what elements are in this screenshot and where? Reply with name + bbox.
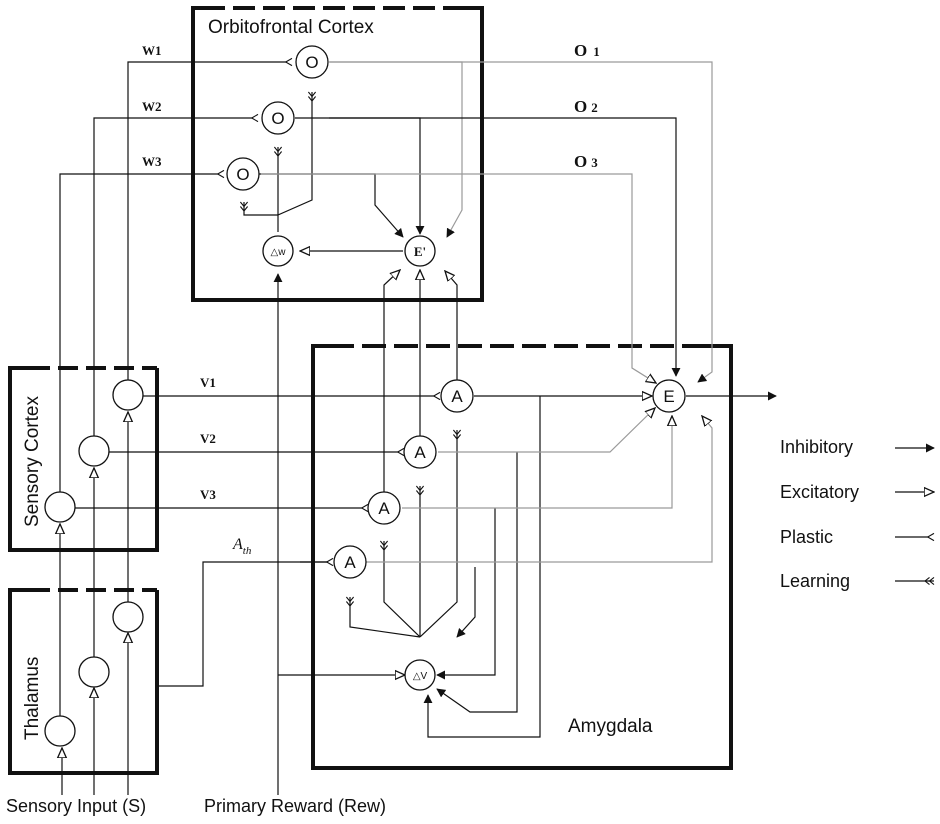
v1-label: V1: [200, 375, 216, 390]
delta-v-label: △V: [413, 671, 428, 682]
thalamus-to-cortex-lines: [60, 412, 128, 716]
thalamus-label: Thalamus: [22, 657, 43, 740]
thalamus-neuron-2: [78, 656, 110, 688]
v-pathways: [75, 391, 441, 513]
o-node-1-label: O: [305, 53, 318, 72]
sensory-input-label: Sensory Input (S): [6, 796, 146, 816]
amygdala-label: Amygdala: [568, 716, 653, 737]
thalamus-neuron-1: [44, 715, 76, 747]
w2-label: W2: [142, 99, 162, 114]
a-node-1-label: A: [451, 387, 463, 406]
sensory-cortex-neuron-3: [44, 491, 76, 523]
delta-w-node: [262, 235, 294, 267]
e-node-label: E: [663, 387, 674, 406]
a-node-3-label: A: [378, 499, 390, 518]
a-node-1: [440, 379, 474, 413]
a-node-th: [333, 545, 367, 579]
o-node-3: [226, 157, 260, 191]
e-prime-label: E': [414, 244, 426, 259]
a-node-3: [367, 491, 401, 525]
legend: Inhibitory Excitatory Plastic Learning: [780, 437, 934, 591]
w1-label: W1: [142, 43, 162, 58]
legend-plastic-label: Plastic: [780, 527, 833, 547]
delta-v-node: [404, 659, 436, 691]
sensory-cortex-neuron-1: [112, 379, 144, 411]
a-node-th-label: A: [344, 553, 356, 572]
o-node-3-label: O: [236, 165, 249, 184]
thalamus-neuron-3: [112, 601, 144, 633]
primary-reward-label: Primary Reward (Rew): [204, 796, 386, 816]
delta-w-label: △w: [271, 247, 287, 258]
thalamic-pathway: [157, 557, 334, 687]
legend-excitatory-label: Excitatory: [780, 482, 859, 502]
primary-reward-lines: [273, 273, 405, 795]
orbitofrontal-cortex-box: [191, 6, 484, 302]
ofc-internal-lines: [239, 61, 463, 251]
e-prime-node: [404, 235, 436, 267]
a-node-2-label: A: [414, 443, 426, 462]
a-to-e-gray-lines: [366, 408, 713, 563]
v3-label: V3: [200, 487, 216, 502]
sensory-input-lines: [62, 633, 128, 795]
legend-learning-label: Learning: [780, 571, 850, 591]
a-node-2: [403, 435, 437, 469]
o-output-lines: [261, 61, 713, 383]
w-pathways: [59, 57, 293, 492]
o-node-2: [261, 101, 295, 135]
sensory-cortex-neuron-2: [78, 435, 110, 467]
orbitofrontal-cortex-label: Orbitofrontal Cortex: [208, 17, 374, 38]
legend-inhibitory-label: Inhibitory: [780, 437, 853, 457]
sensory-cortex-label: Sensory Cortex: [22, 396, 43, 527]
amygdala-box: [311, 344, 733, 770]
w3-label: W3: [142, 154, 162, 169]
e-node: [652, 379, 686, 413]
v2-label: V2: [200, 431, 216, 446]
amygdala-internal-lines: [345, 270, 777, 738]
threshold-label: Ath: [232, 536, 252, 557]
o-node-1: [295, 45, 329, 79]
o-node-2-label: O: [271, 109, 284, 128]
